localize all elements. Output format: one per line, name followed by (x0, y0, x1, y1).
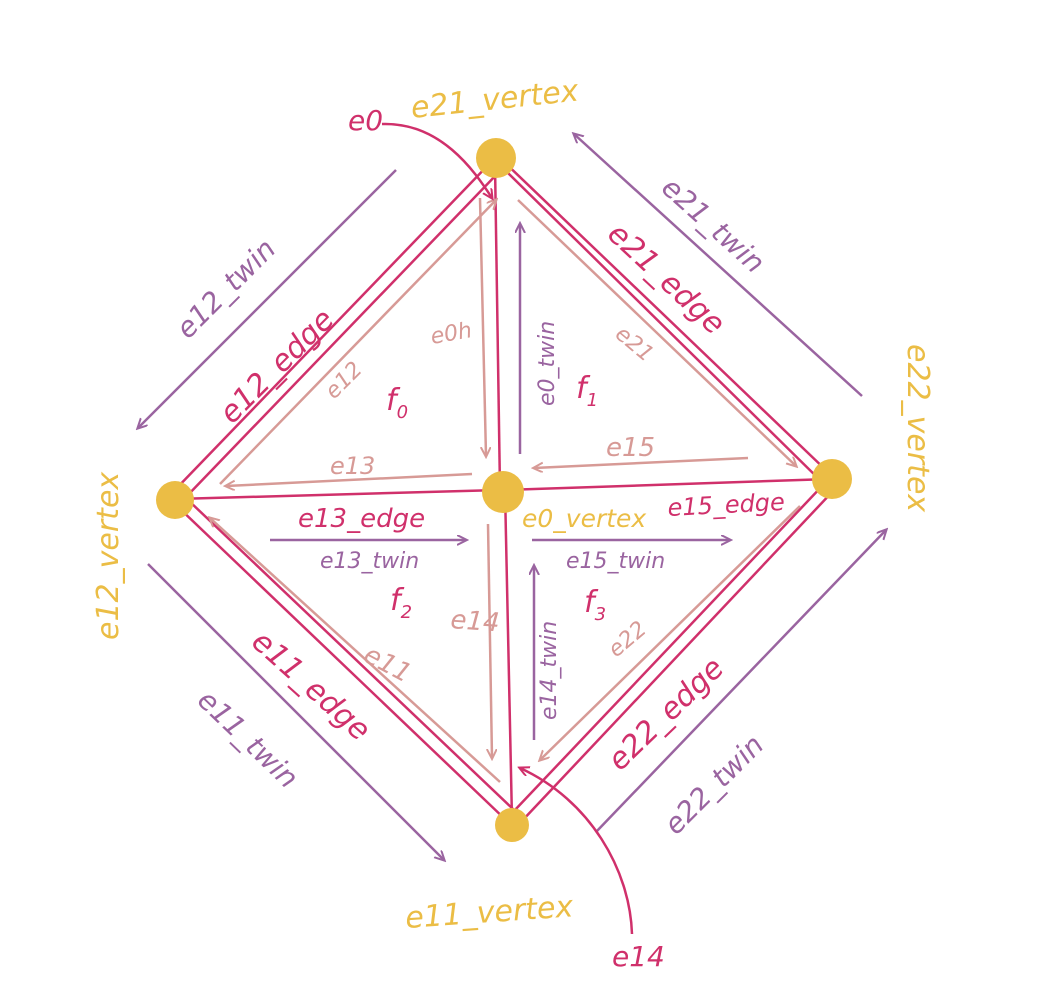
pointer-arrows (381, 122, 634, 935)
vertex-left (156, 481, 194, 519)
twin-arrows (138, 134, 886, 860)
edge-e22-inner (513, 483, 825, 812)
label-vertex-top: e21_vertex (409, 74, 580, 126)
half-edge-arrows (210, 197, 801, 783)
main-edges (171, 157, 835, 824)
twin-e11-arrow (147, 563, 444, 860)
face-labels: f0 f1 f2 f3 (386, 371, 606, 625)
edge-e11-inner (187, 499, 515, 811)
label-twin-e12: e12_twin (170, 232, 283, 345)
edge-vertical-a (493, 163, 502, 491)
pointer-labels: e0 e14 (348, 104, 665, 973)
label-vertex-left: e12_vertex (91, 472, 126, 640)
label-twin-e13: e13_twin (320, 549, 419, 574)
edge-e12-inner (185, 171, 500, 498)
edge-horizontal-left (175, 488, 501, 501)
label-twin-e11: e11_twin (191, 683, 305, 794)
vertices (156, 138, 852, 842)
half-e15-arrow (534, 456, 749, 468)
label-half-e15: e15 (606, 433, 655, 463)
half-e12-arrow (219, 200, 496, 485)
vertex-center (482, 471, 524, 513)
label-half-e11: e11 (359, 640, 416, 690)
label-twin-e15: e15_twin (566, 549, 665, 574)
edge-e11-outer (175, 504, 509, 823)
vertex-right (812, 459, 852, 499)
label-face-f1: f1 (576, 371, 598, 411)
vertex-top (476, 138, 516, 178)
label-half-e0h: e0h (429, 318, 474, 350)
label-edge-e15: e15_edge (667, 488, 786, 522)
twin-e22-arrow (595, 530, 886, 833)
label-vertex-center: e0_vertex (522, 504, 646, 533)
half-e13-arrow (226, 472, 473, 486)
label-half-e22: e22 (604, 617, 652, 663)
half-e22-arrow (540, 505, 801, 760)
label-half-e13: e13 (330, 452, 375, 480)
label-half-e12: e12 (321, 357, 368, 404)
edge-e12-outer (171, 159, 494, 494)
label-vertex-right: e22_vertex (900, 344, 935, 512)
label-face-f0: f0 (386, 383, 408, 423)
label-pointer-e0: e0 (348, 104, 383, 137)
twin-e12-arrow (138, 169, 397, 428)
edge-horizontal-right (504, 477, 831, 492)
half-e0h-arrow (478, 197, 486, 456)
pointer-e0-arrow (381, 122, 492, 198)
label-twin-e14: e14_twin (537, 621, 562, 720)
edge-e22-outer (519, 489, 835, 824)
edge-e21-inner (506, 171, 825, 485)
half-e21-arrow (517, 199, 796, 466)
half-e14-arrow (488, 523, 492, 758)
label-edge-e13: e13_edge (298, 504, 425, 534)
label-vertex-bottom: e11_vertex (404, 889, 574, 936)
edge-e21-outer (499, 157, 831, 475)
label-twin-e0: e0_twin (535, 321, 560, 406)
label-edge-e11: e11_edge (245, 624, 377, 748)
label-edge-e12: e12_edge (213, 302, 341, 430)
edge-vertical-b (503, 489, 514, 821)
pointer-e14-arrow (520, 768, 634, 935)
vertex-bottom (495, 808, 529, 842)
label-face-f2: f2 (390, 583, 412, 623)
label-twin-e22: e22_twin (658, 728, 771, 841)
half-e11-arrow (210, 518, 501, 783)
label-face-f3: f3 (584, 585, 606, 625)
label-half-e14: e14 (450, 605, 501, 638)
twin-e21-arrow (574, 134, 863, 397)
label-pointer-e14: e14 (612, 940, 665, 973)
